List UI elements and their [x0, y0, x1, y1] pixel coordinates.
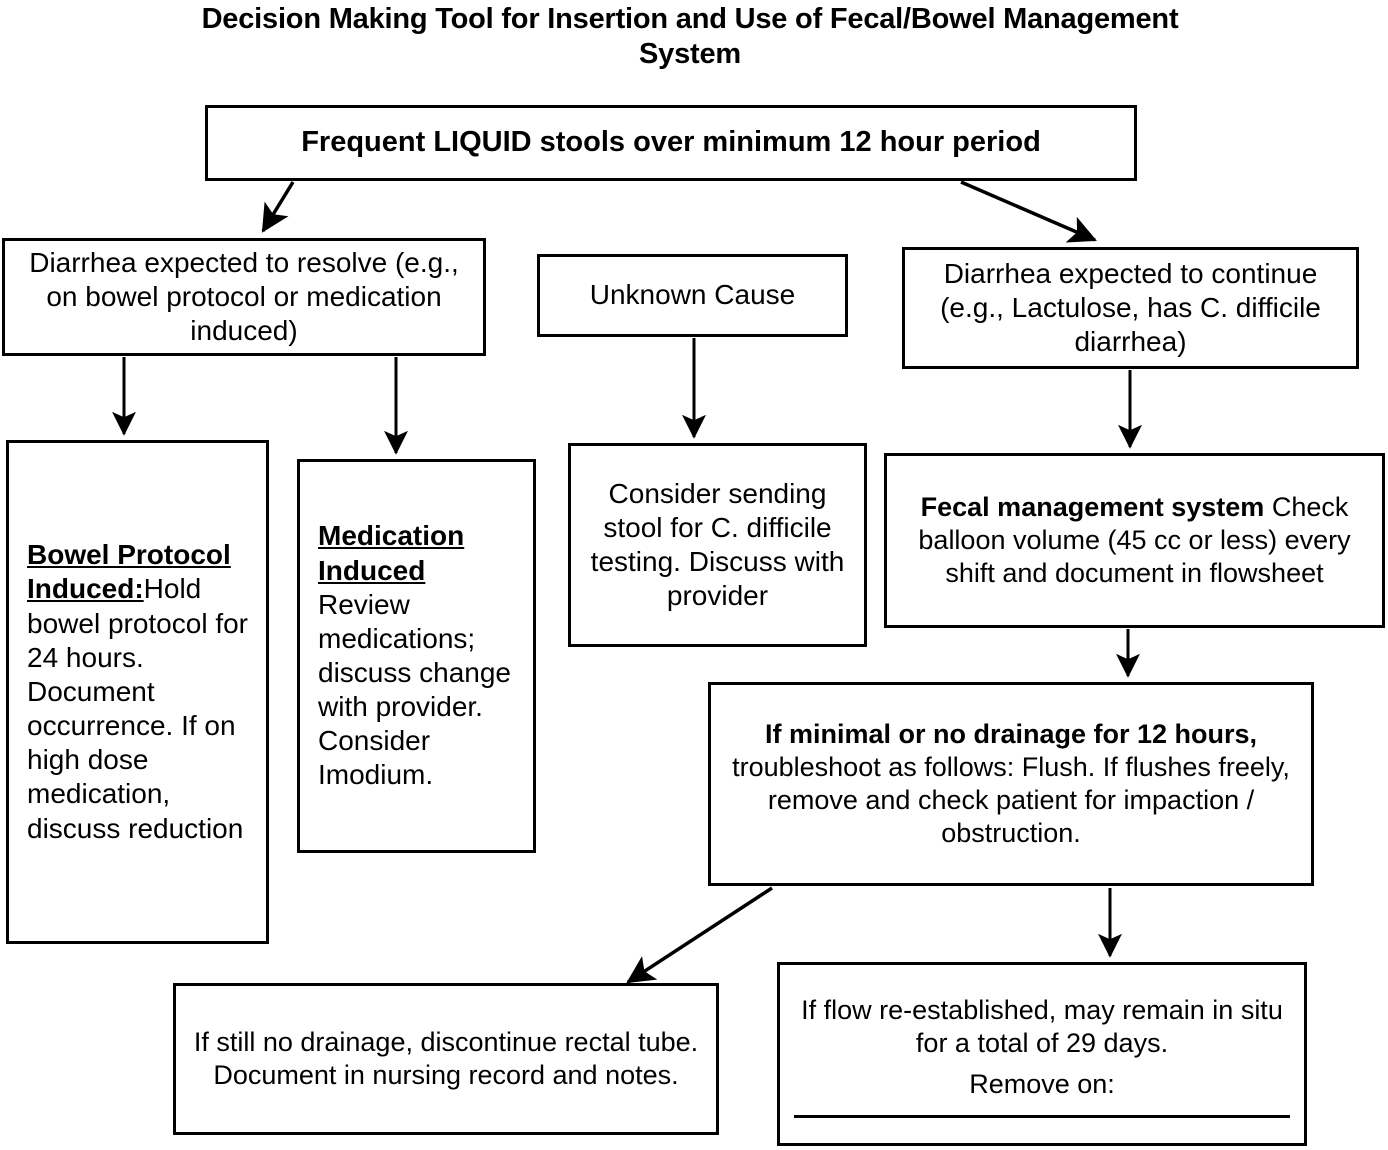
node-medication-heading: Medication Induced [318, 520, 465, 586]
node-consider-sending-stool[interactable]: Consider sending stool for C. difficile … [568, 443, 867, 647]
node-nodrainage-text: If still no drainage, discontinue rectal… [193, 1027, 699, 1090]
node-top-text: Frequent LIQUID stools over minimum 12 h… [301, 126, 1041, 159]
arrow-trouble-to-nodrainage [626, 886, 773, 984]
node-fms-heading: Fecal management system [920, 492, 1265, 523]
node-stool-text: Consider sending stool for C. difficile … [590, 477, 845, 612]
node-frequent-liquid-stools[interactable]: Frequent LIQUID stools over minimum 12 h… [205, 105, 1137, 181]
node-unknown-text: Unknown Cause [589, 279, 796, 311]
node-bowel-protocol-induced[interactable]: Bowel Protocol Induced:Hold bowel protoc… [6, 440, 269, 944]
node-reflow-line2: Remove on: [969, 1068, 1115, 1099]
node-fms-body: Check balloon volume (45 cc or less) eve… [918, 492, 1351, 588]
node-resolve-text: Diarrhea expected to resolve (e.g., on b… [29, 246, 459, 347]
node-medication-induced[interactable]: Medication Induced Review medications; d… [297, 459, 536, 853]
node-bowel-heading: Bowel Protocol Induced: [27, 539, 231, 605]
arrow-top-to-continue [960, 180, 1097, 243]
node-continue-text: Diarrhea expected to continue (e.g., Lac… [940, 257, 1321, 358]
node-bowel-body: Hold bowel protocol for 24 hours. Docume… [27, 573, 249, 844]
node-flow-re-established[interactable]: If flow re-established, may remain in si… [777, 962, 1307, 1146]
page-title: Decision Making Tool for Insertion and U… [201, 3, 1179, 71]
node-troubleshoot-no-drainage[interactable]: If minimal or no drainage for 12 hours, … [708, 682, 1314, 886]
node-unknown-cause[interactable]: Unknown Cause [537, 254, 848, 337]
remove-on-blank-line[interactable] [794, 1114, 1290, 1118]
node-trouble-emphasis: If minimal or no drainage for 12 hours, [764, 719, 1258, 750]
node-discontinue-rectal-tube[interactable]: If still no drainage, discontinue rectal… [173, 983, 719, 1135]
node-trouble-body: troubleshoot as follows: Flush. If flush… [732, 752, 1290, 848]
node-diarrhea-expected-to-resolve[interactable]: Diarrhea expected to resolve (e.g., on b… [2, 238, 486, 356]
node-reflow-line1: If flow re-established, may remain in si… [801, 995, 1283, 1059]
node-medication-body: Review medications; discuss change with … [318, 588, 512, 791]
node-fecal-management-system[interactable]: Fecal management system Check balloon vo… [884, 453, 1385, 628]
node-diarrhea-expected-to-continue[interactable]: Diarrhea expected to continue (e.g., Lac… [902, 247, 1359, 369]
arrow-top-to-resolve [261, 181, 295, 233]
